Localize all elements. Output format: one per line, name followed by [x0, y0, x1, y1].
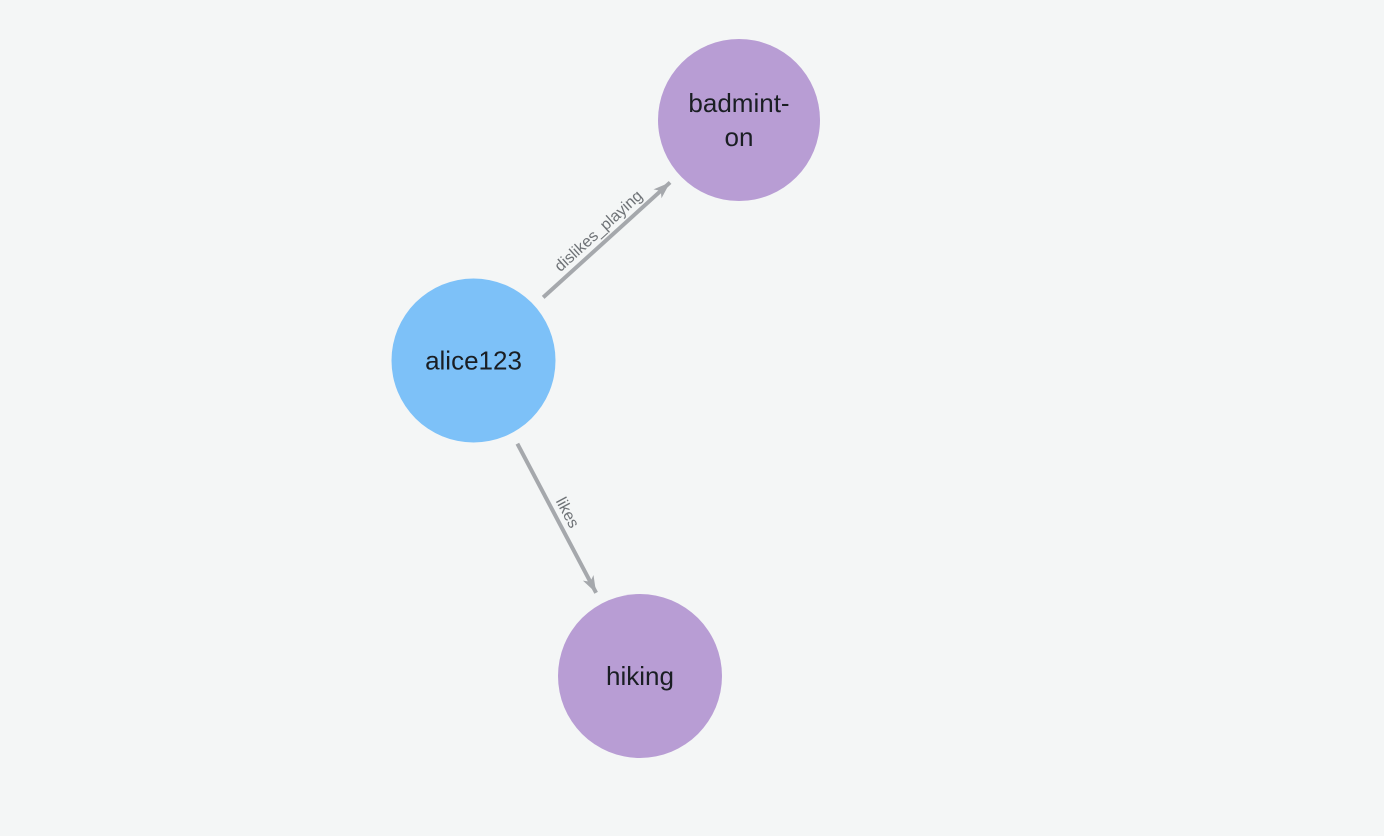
graph-edge-dislikes_playing[interactable] [541, 180, 672, 299]
node-label-alice123: alice123 [425, 346, 522, 376]
graph-node-hiking[interactable] [558, 594, 722, 758]
graph-edge-likes[interactable] [515, 442, 598, 594]
graph-node-badminton[interactable] [658, 39, 820, 201]
edge-label-dislikes_playing: dislikes_playing [552, 187, 646, 275]
edge-label-likes: likes [552, 495, 582, 531]
nodes-layer: alice123 badmint-on hiking [391, 39, 820, 758]
node-label-hiking: hiking [606, 661, 674, 691]
graph-node-alice123[interactable] [391, 278, 556, 443]
node-label-badminton: badmint-on [688, 88, 789, 152]
